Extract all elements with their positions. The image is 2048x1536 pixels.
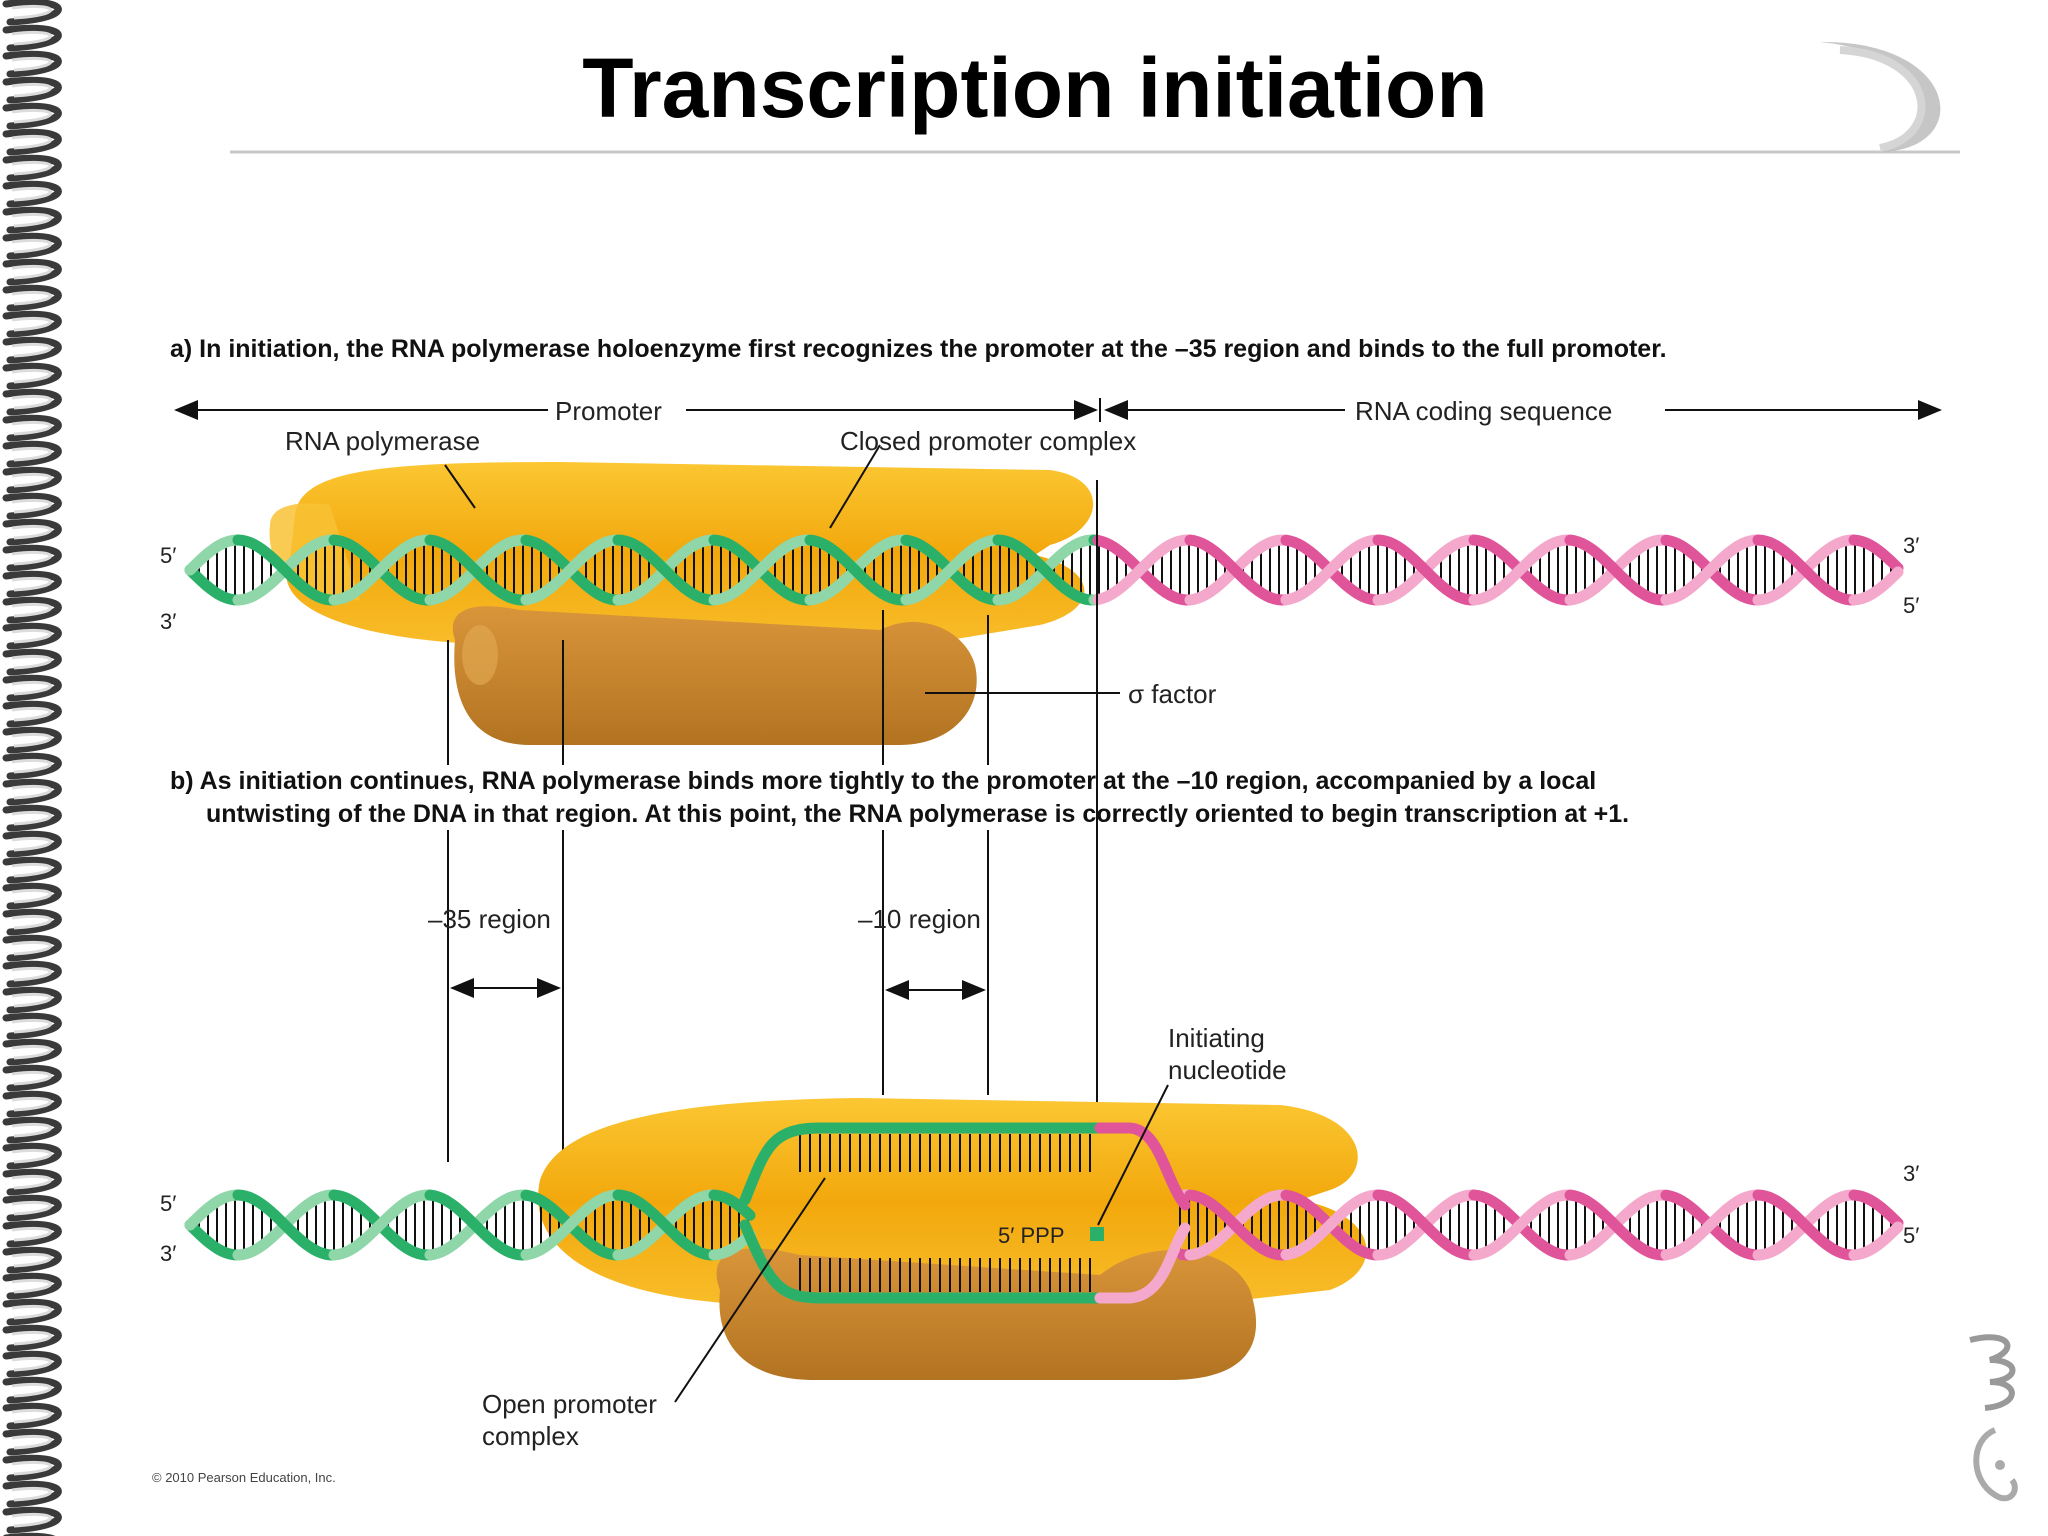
- initiating-nucleotide-marker: [1090, 1227, 1104, 1241]
- end-3-right-a: 3′: [1903, 533, 1920, 558]
- page-title: Transcription initiation: [582, 41, 1488, 135]
- caption-b-line2: untwisting of the DNA in that region. At…: [206, 800, 1630, 828]
- initiating-line1: Initiating: [1168, 1023, 1265, 1053]
- open-line2: complex: [482, 1421, 579, 1451]
- ppp-label: 5′ PPP: [998, 1223, 1065, 1248]
- rna-polymerase-label: RNA polymerase: [285, 426, 481, 456]
- region-35-label: –35 region: [428, 904, 551, 934]
- end-3-left-b: 3′: [160, 1241, 177, 1266]
- sigma-factor-label: σ factor: [1128, 679, 1217, 709]
- end-5-left-a: 5′: [160, 543, 177, 568]
- promoter-label: Promoter: [555, 396, 662, 426]
- caption-a: a) In initiation, the RNA polymerase hol…: [170, 335, 1667, 363]
- copyright-credit: © 2010 Pearson Education, Inc.: [152, 1470, 336, 1485]
- caption-b-line1: b) As initiation continues, RNA polymera…: [170, 767, 1597, 795]
- scale-arrows-a: [174, 398, 1942, 422]
- initiating-nucleotide-label: Initiating nucleotide: [1168, 1022, 1287, 1086]
- binder-spiral: [2, 0, 62, 1536]
- region-guides: [447, 610, 989, 1162]
- sigma-factor-b: [716, 1248, 1257, 1380]
- open-complex-label: Open promoter complex: [482, 1388, 657, 1452]
- region-arrows: [450, 978, 986, 1000]
- open-promoter-bubble: [739, 1122, 1191, 1304]
- caption-b: b) As initiation continues, RNA polymera…: [170, 765, 1629, 831]
- sigma-factor-a: [452, 606, 977, 745]
- end-5-left-b: 5′: [160, 1191, 177, 1216]
- region-10-label: –10 region: [858, 904, 981, 934]
- dna-helix-a: [184, 534, 1904, 606]
- end-3-right-b: 3′: [1903, 1161, 1920, 1186]
- end-5-right-b: 5′: [1903, 1223, 1920, 1248]
- closed-complex-label: Closed promoter complex: [840, 426, 1137, 456]
- logo-monogram: [1969, 1334, 2018, 1502]
- end-5-right-a: 5′: [1903, 593, 1920, 618]
- leader-lines-a: [444, 444, 1120, 1115]
- end-3-left-a: 3′: [160, 609, 177, 634]
- coding-sequence-label: RNA coding sequence: [1355, 396, 1613, 426]
- open-line1: Open promoter: [482, 1389, 657, 1419]
- initiating-line2: nucleotide: [1168, 1055, 1287, 1085]
- leader-lines-b: [674, 1084, 1169, 1403]
- dna-helix-b: [184, 1189, 1904, 1261]
